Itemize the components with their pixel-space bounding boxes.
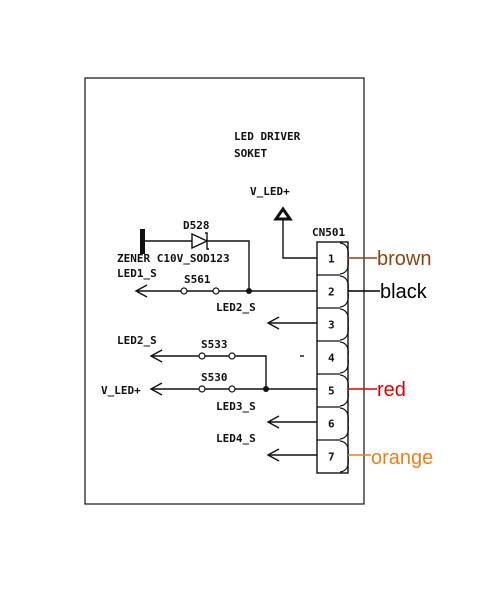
net-led1: LED1_S S561 (117, 267, 317, 298)
connector-pin-contact (339, 374, 349, 407)
connector-ref: CN501 (312, 226, 345, 239)
title-line-1: LED DRIVER (234, 130, 301, 143)
diode-bar-icon (140, 229, 145, 254)
connector-cn501: CN501 1 2 3 4 5 6 7 (312, 226, 349, 474)
led1-label: LED1_S (117, 267, 157, 280)
diode-triangle-icon (191, 232, 209, 250)
vled-top-power-arrow (273, 206, 317, 259)
connector-pin-contact (339, 341, 349, 374)
vled-top-label: V_LED+ (250, 185, 290, 198)
connector-pin-number: 4 (328, 352, 335, 365)
switch-s533-label: S533 (201, 338, 228, 351)
connector-pin-number: 3 (328, 319, 335, 332)
connector-pin-number: 2 (328, 286, 335, 299)
net-led2-left: LED2_S S533 (117, 334, 267, 389)
wire-color-annotations: brown black red orange (348, 248, 433, 469)
connector-pin-contact (339, 440, 349, 473)
led4-label: LED4_S (216, 432, 256, 445)
led2-left-arrow-icon (149, 349, 163, 363)
connector-pin-contact (339, 242, 349, 275)
net-led3: LED3_S (216, 400, 317, 429)
black-wire-label: black (380, 281, 428, 303)
connector-pin-number: 6 (328, 418, 335, 431)
diode-value: ZENER C10V_SOD123 (117, 252, 230, 265)
led3-label: LED3_S (216, 400, 256, 413)
red-wire-label: red (377, 379, 406, 401)
led2-left-label: LED2_S (117, 334, 157, 347)
net-vled-left: V_LED+ S530 (101, 371, 317, 397)
connector-pin-contact (339, 407, 349, 440)
led3-arrow-icon (266, 415, 280, 429)
connector-pin-number: 5 (328, 385, 335, 398)
diode-ref: D528 (183, 219, 210, 232)
connector-pin-contact (339, 308, 349, 341)
switch-s530-label: S530 (201, 371, 228, 384)
net-led4: LED4_S (216, 432, 317, 462)
switch-s561-label: S561 (184, 273, 211, 286)
title-line-2: SOKET (234, 147, 267, 160)
orange-wire-label: orange (371, 447, 433, 469)
vled-left-arrow-icon (149, 382, 163, 396)
net-led2-right: LED2_S (216, 301, 317, 330)
led1-arrow-icon (134, 284, 148, 298)
connector-pin-contact (339, 275, 349, 308)
brown-wire-label: brown (377, 248, 431, 270)
connector-pin-number: 1 (328, 253, 335, 266)
led2-arrow-icon (266, 316, 280, 330)
zener-diode-d528: D528 ZENER C10V_SOD123 (117, 219, 250, 291)
led2-right-label: LED2_S (216, 301, 256, 314)
led4-arrow-icon (266, 448, 280, 462)
vled-left-label: V_LED+ (101, 384, 141, 397)
connector-pin-number: 7 (328, 451, 335, 464)
